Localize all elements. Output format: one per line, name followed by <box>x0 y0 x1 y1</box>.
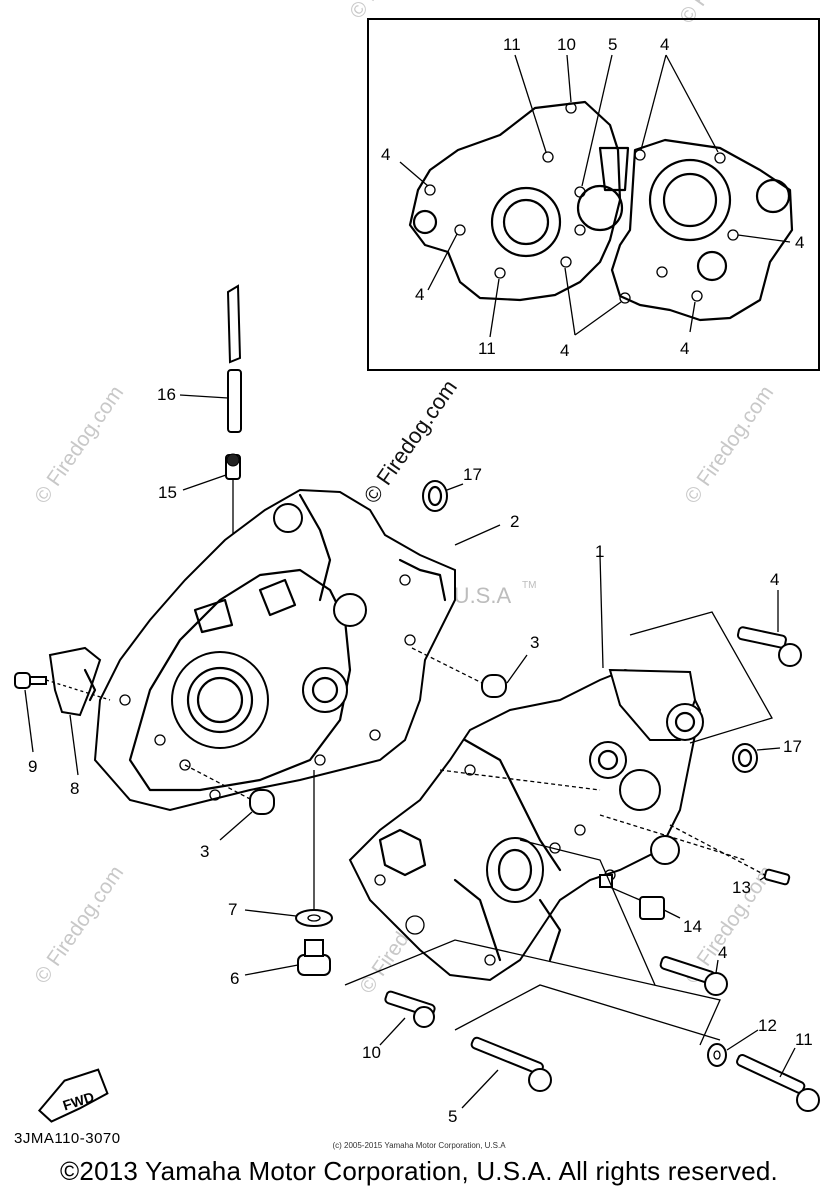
inset-bearing-right <box>648 158 732 242</box>
inset-bearing-left-inner <box>502 198 550 246</box>
part-4-bolt-upper <box>629 590 802 744</box>
part-10-bolt <box>379 990 436 1046</box>
fwd-arrow: FWD <box>37 1068 109 1123</box>
inset-callout-4: 4 <box>560 341 569 360</box>
callout-16: 16 <box>157 385 176 404</box>
callout-6: 6 <box>230 969 239 988</box>
part-12-washer <box>707 1029 759 1067</box>
part-2-left-crankcase <box>93 488 501 812</box>
diagram-code: 3JMA110-3070 <box>14 1130 121 1147</box>
inset-callout-5: 5 <box>608 35 617 54</box>
callout-12: 12 <box>758 1016 777 1035</box>
inset-callout-4: 4 <box>381 145 390 164</box>
inset-bearing-left <box>490 186 562 258</box>
callout-5: 5 <box>448 1107 457 1126</box>
part-3-dowel-upper <box>411 647 528 698</box>
inset-frame <box>367 18 820 371</box>
callout-11: 11 <box>795 1030 813 1049</box>
inset-callout-11: 11 <box>503 35 521 54</box>
inset-callout-4: 4 <box>795 233 804 252</box>
inset-callout-4: 4 <box>680 339 689 358</box>
inset-leaders <box>399 54 791 338</box>
watermark-tm: TM <box>522 580 536 591</box>
callout-8: 8 <box>70 779 79 798</box>
watermark-firedog: © Firedog.com <box>680 382 778 508</box>
part-7-washer <box>244 770 333 927</box>
watermark-firedog: © Firedog.com <box>30 862 128 988</box>
alignment-lines <box>344 769 746 1046</box>
callout-2: 2 <box>510 512 519 531</box>
callout-17: 17 <box>783 737 802 756</box>
part-17-seal-upper <box>422 480 464 512</box>
callout-13: 13 <box>732 878 751 897</box>
callout-17: 17 <box>463 465 482 484</box>
part-17-seal-lower <box>732 743 781 773</box>
watermark-firedog: © Firedog.com <box>675 0 773 28</box>
inset-small-hole <box>755 178 791 214</box>
watermark-firedog-center: © Firedog.com <box>359 375 462 508</box>
part-8-bracket <box>48 646 102 776</box>
inset-small-hole <box>412 209 438 235</box>
inset-callout-11: 11 <box>478 339 496 358</box>
callout-10: 10 <box>362 1043 381 1062</box>
inset-diagram: 11 10 5 4 4 4 4 11 4 4 <box>367 18 820 371</box>
inset-bearing-mid <box>576 184 624 232</box>
inset-small-hole <box>696 250 728 282</box>
watermark-firedog: © Firedog.com <box>30 382 128 508</box>
part-13-bolt <box>669 824 791 886</box>
callout-4: 4 <box>770 570 779 589</box>
part-16-pipe <box>179 284 242 433</box>
inset-callout-10: 10 <box>557 35 576 54</box>
callout-15: 15 <box>158 483 177 502</box>
small-copyright: (c) 2005-2015 Yamaha Motor Corporation, … <box>332 1141 506 1150</box>
inset-left-case <box>408 100 622 302</box>
inset-tube <box>598 146 630 192</box>
part-5-bolt <box>461 1036 552 1109</box>
inset-callout-4: 4 <box>415 285 424 304</box>
callout-14: 14 <box>683 917 702 936</box>
callout-1: 1 <box>595 542 604 561</box>
inset-bolt-holes <box>424 102 739 304</box>
callout-7: 7 <box>228 900 237 919</box>
footer-copyright: ©2013 Yamaha Motor Corporation, U.S.A. A… <box>60 1156 778 1186</box>
callout-9: 9 <box>28 757 37 776</box>
part-3-dowel-lower <box>184 764 275 841</box>
part-6-bolt <box>244 939 331 976</box>
inset-right-case <box>610 138 794 322</box>
inset-callout-4: 4 <box>660 35 669 54</box>
part-14-nut <box>599 874 681 920</box>
part-1-right-crankcase <box>348 554 704 982</box>
part-4-bolt-lower <box>659 956 728 996</box>
part-9-bolt <box>14 672 111 753</box>
callout-4: 4 <box>718 943 727 962</box>
callout-3: 3 <box>530 633 539 652</box>
inset-bearing-right-inner <box>662 172 718 228</box>
callouts: 1 2 3 3 4 4 5 6 7 8 9 10 11 12 13 14 15 … <box>28 385 813 1126</box>
inset-callouts: 11 10 5 4 4 4 4 11 4 4 <box>381 35 804 360</box>
part-11-bolt <box>736 1047 820 1112</box>
callout-3: 3 <box>200 842 209 861</box>
